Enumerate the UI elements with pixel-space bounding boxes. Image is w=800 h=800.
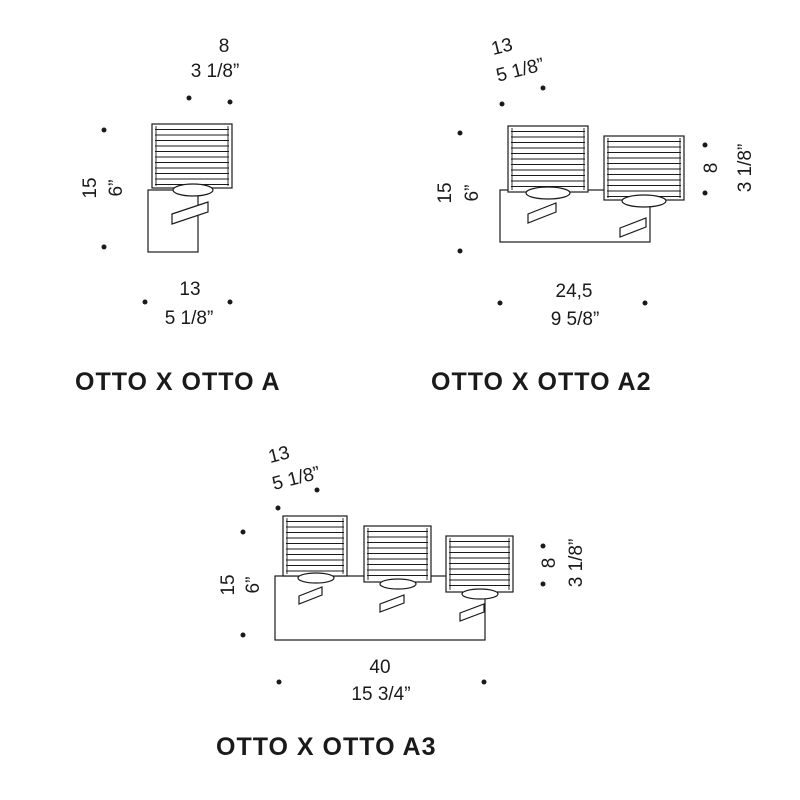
mounting-arm — [619, 217, 647, 238]
dimension-marker — [276, 679, 282, 685]
a-width-metric: 13 — [179, 279, 200, 300]
lamp-holder — [172, 183, 214, 197]
lamp-shade — [445, 535, 514, 593]
model-a3-drawing — [274, 515, 514, 641]
dimension-marker — [227, 299, 233, 305]
a2-height-imperial: 6” — [462, 185, 483, 202]
a3-side-imperial: 3 1/8” — [566, 539, 587, 588]
dimension-marker — [275, 505, 281, 511]
dimension-marker — [481, 679, 487, 685]
lamp-shade — [363, 525, 432, 583]
lamp-shade — [507, 125, 589, 193]
lamp-shade — [603, 135, 685, 201]
a-title: OTTO X OTTO A — [75, 368, 281, 396]
mounting-arm — [459, 603, 485, 622]
lamp-holder — [379, 578, 417, 590]
lamp-holder — [621, 194, 667, 208]
model-a2-drawing — [499, 125, 685, 243]
lamp-holder — [461, 588, 499, 600]
dimension-marker — [457, 248, 463, 254]
a3-width-imperial: 15 3/4” — [351, 684, 410, 705]
a2-width-metric: 24,5 — [556, 281, 593, 302]
mounting-arm — [379, 594, 405, 613]
a2-title: OTTO X OTTO A2 — [431, 368, 652, 396]
dimension-marker — [642, 300, 648, 306]
dimension-marker — [540, 85, 546, 91]
a3-top-metric: 13 — [266, 442, 292, 467]
dimension-marker — [101, 127, 107, 133]
a-height-metric: 15 — [80, 177, 101, 198]
a2-top-imperial: 5 1/8” — [494, 54, 546, 86]
dimension-marker — [497, 300, 503, 306]
a3-width-metric: 40 — [369, 657, 390, 678]
mounting-arm — [171, 201, 209, 225]
dimension-marker — [540, 581, 546, 587]
dimension-marker — [457, 130, 463, 136]
lamp-shade — [151, 123, 233, 189]
a2-height-metric: 15 — [435, 182, 456, 203]
a2-width-imperial: 9 5/8” — [551, 309, 600, 330]
dimension-marker — [240, 529, 246, 535]
a2-top-metric: 13 — [489, 34, 515, 59]
dimension-marker — [240, 632, 246, 638]
a-height-imperial: 6” — [106, 180, 127, 197]
dimension-marker — [186, 95, 192, 101]
dimension-marker — [540, 543, 546, 549]
a3-title: OTTO X OTTO A3 — [216, 733, 437, 761]
a2-side-metric: 8 — [701, 163, 722, 174]
dimension-marker — [142, 299, 148, 305]
a3-height-metric: 15 — [218, 574, 239, 595]
lamp-holder — [297, 572, 335, 584]
mounting-arm — [298, 586, 323, 605]
a-top-imperial: 3 1/8” — [191, 61, 240, 82]
a-width-imperial: 5 1/8” — [165, 308, 214, 329]
dimension-marker — [499, 101, 505, 107]
mounting-arm — [527, 202, 557, 224]
a-top-metric: 8 — [219, 36, 230, 57]
lamp-shade — [282, 515, 348, 577]
model-a-drawing — [147, 123, 233, 253]
dimension-marker — [227, 99, 233, 105]
dimension-marker — [314, 487, 320, 493]
dimension-marker — [702, 142, 708, 148]
dimension-marker — [101, 244, 107, 250]
a3-height-imperial: 6” — [243, 577, 264, 594]
dimension-marker — [702, 190, 708, 196]
a3-side-metric: 8 — [539, 558, 560, 569]
a2-side-imperial: 3 1/8” — [735, 144, 756, 193]
lamp-holder — [525, 186, 571, 200]
